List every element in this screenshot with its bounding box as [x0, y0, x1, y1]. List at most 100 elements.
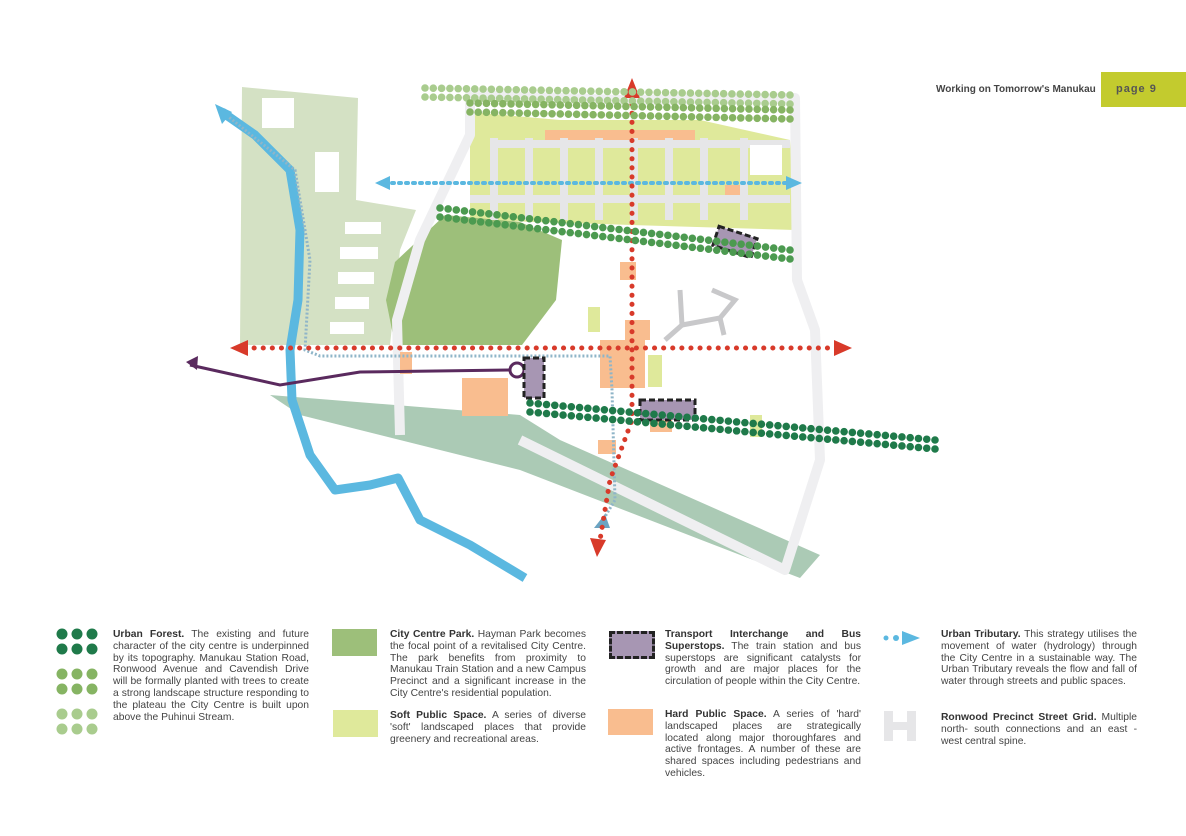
tree [572, 101, 581, 110]
tree [786, 255, 794, 263]
city-centre-park-swatch [332, 629, 377, 656]
tree [716, 425, 724, 434]
tree [674, 412, 683, 421]
tree [753, 105, 761, 114]
tree [534, 408, 543, 417]
tree [670, 97, 678, 106]
tree [680, 242, 688, 251]
left-buildings [262, 98, 381, 334]
tree [564, 101, 573, 109]
tree [548, 100, 556, 109]
legend-text: A series of 'hard' landscaped places are… [665, 709, 861, 779]
tree [765, 430, 774, 438]
tree [542, 225, 550, 234]
tree [745, 250, 754, 258]
tree [517, 213, 526, 222]
tree [865, 430, 873, 438]
tree [437, 84, 446, 93]
tree [823, 426, 832, 434]
tree [687, 104, 696, 112]
tree [613, 102, 622, 111]
tree [777, 100, 786, 108]
tree [485, 219, 493, 227]
legend-urban-tributary: Urban Tributary. This strategy utilises … [941, 629, 1137, 688]
tree [647, 238, 656, 247]
tree [708, 415, 716, 424]
tree [749, 419, 757, 428]
tree [906, 442, 915, 451]
tree [605, 111, 614, 119]
tree [914, 443, 923, 452]
tree [708, 424, 716, 433]
tree [761, 243, 770, 251]
tree [704, 104, 712, 113]
tree [815, 434, 824, 443]
tree [786, 115, 794, 123]
city-centre-park [386, 215, 562, 345]
tree [566, 228, 575, 237]
tree [815, 425, 824, 434]
tree [711, 98, 720, 107]
tree [736, 90, 745, 98]
tree [523, 109, 532, 118]
urban-tributary-icon [883, 631, 920, 645]
tree [661, 97, 670, 106]
tree [476, 209, 485, 217]
tree [664, 240, 672, 249]
tree [553, 86, 562, 95]
tree [526, 408, 534, 416]
tree [515, 109, 524, 117]
tree [582, 230, 591, 239]
tree [603, 87, 612, 96]
tree [482, 108, 491, 117]
tree [581, 101, 589, 110]
tree [679, 112, 688, 121]
tree [719, 89, 728, 98]
tree [777, 91, 786, 99]
tree [620, 88, 628, 96]
tree [437, 93, 446, 102]
tree [753, 251, 762, 259]
tree [479, 85, 487, 93]
tree [638, 102, 647, 111]
tree [452, 215, 461, 223]
tree [625, 408, 633, 416]
tree [600, 405, 609, 414]
tree [590, 231, 599, 240]
tree [729, 248, 737, 256]
tree [639, 237, 648, 246]
tree [774, 421, 782, 430]
tree [724, 417, 733, 425]
tree [641, 418, 650, 427]
tree [613, 111, 622, 120]
tree [499, 108, 507, 117]
tree [704, 236, 713, 245]
tree [436, 204, 444, 212]
tree [534, 399, 543, 408]
street-grid-icon [884, 711, 916, 741]
tree [507, 109, 515, 117]
document-title: Working on Tomorrow's Manukau [936, 84, 1096, 95]
tree [769, 99, 778, 108]
tree [691, 423, 700, 431]
tree [540, 109, 548, 118]
tree [446, 84, 454, 93]
tree [575, 403, 584, 412]
tree [574, 229, 583, 238]
tree [608, 406, 617, 415]
tree [745, 241, 754, 249]
tree [550, 217, 558, 226]
tree [694, 98, 703, 107]
tree [683, 422, 691, 431]
tree [542, 400, 551, 409]
legend-title: Hard Public Space. [665, 709, 767, 720]
tree [466, 99, 474, 107]
tree [558, 218, 566, 227]
tree [664, 231, 672, 240]
legend-soft-public-space: Soft Public Space. A series of diverse '… [390, 710, 586, 745]
tree [807, 424, 815, 433]
tree [454, 84, 462, 93]
tree [444, 205, 452, 213]
tree [545, 86, 554, 95]
tree [595, 87, 604, 96]
